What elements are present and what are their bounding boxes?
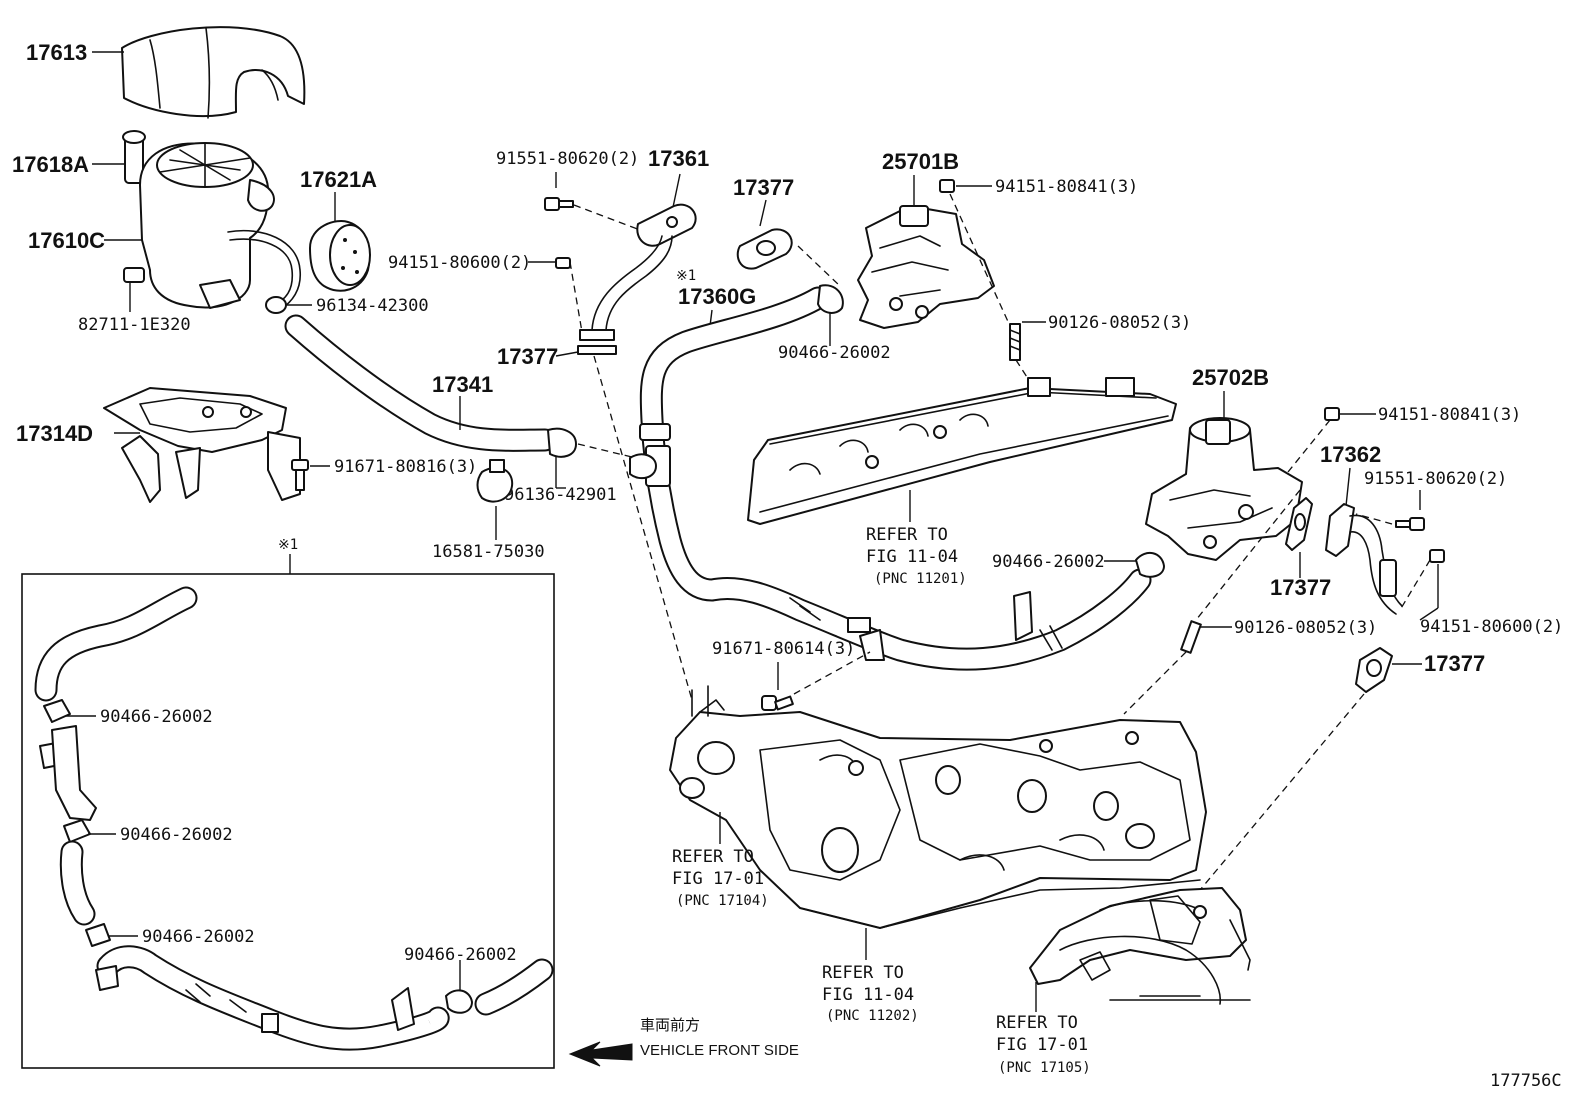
label-25702B: 25702B: [1192, 365, 1269, 390]
cylinder-head-17104: [669, 685, 1207, 929]
filter-17621A: [309, 220, 371, 292]
valve-25701B: [857, 205, 995, 329]
label-17341: 17341: [432, 372, 493, 397]
label-90126-08052-b: 90126-08052(3): [1234, 618, 1377, 638]
clamp-96134-42300: [265, 296, 287, 314]
bolt-91671-80614: [761, 695, 794, 711]
air-pump-17610C: [122, 130, 302, 311]
label-16581-75030: 16581-75030: [432, 542, 545, 562]
inset-label-90466-26002-1: 90466-26002: [100, 707, 213, 727]
svg-text:(PNC 17104): (PNC 17104): [676, 893, 769, 909]
inset-box: [21, 573, 555, 1069]
svg-text:FIG 11-04: FIG 11-04: [866, 547, 958, 567]
gasket-17377-a: [736, 228, 793, 270]
intake-manifold-11201: [747, 377, 1177, 525]
exhaust-manifold-17105: [1029, 887, 1251, 1005]
bracket-17314D: [103, 387, 301, 503]
svg-text:(PNC 17105): (PNC 17105): [998, 1060, 1091, 1076]
label-82711-1E320: 82711-1E320: [78, 315, 191, 335]
gasket-17377-d: [1355, 647, 1393, 693]
label-17618A: 17618A: [12, 152, 89, 177]
refer-11201: REFER TO FIG 11-04 (PNC 11201): [866, 525, 967, 587]
label-94151-80841-b: 94151-80841(3): [1378, 405, 1521, 425]
label-90466-26002-a: 90466-26002: [778, 343, 891, 363]
cover-17613: [121, 26, 306, 119]
svg-text:REFER TO: REFER TO: [822, 963, 904, 983]
label-17377-c: 17377: [1270, 575, 1331, 600]
label-17621A: 17621A: [300, 167, 377, 192]
label-96136-42901: 96136-42901: [504, 485, 617, 505]
inset-label-90466-26002-4: 90466-26002: [404, 945, 517, 965]
svg-text:FIG 11-04: FIG 11-04: [822, 985, 914, 1005]
pipe-17361: [579, 203, 697, 341]
svg-text:(PNC 11201): (PNC 11201): [874, 571, 967, 587]
pipe-17362: [1325, 503, 1403, 615]
stud-90126-08052-a: [1009, 323, 1021, 361]
clamp-96136-42901: [547, 427, 577, 458]
inset-hose-assembly: [34, 586, 554, 1051]
label-17377-a: 17377: [733, 175, 794, 200]
refer-17105: REFER TO FIG 17-01 (PNC 17105): [996, 1013, 1091, 1076]
label-25701B: 25701B: [882, 149, 959, 174]
label-91551-80620-b: 91551-80620(2): [1364, 469, 1507, 489]
svg-text:(PNC 11202): (PNC 11202): [826, 1008, 919, 1024]
valve-25702B: [1145, 417, 1303, 561]
clamp-90466-26002-b: [1135, 551, 1165, 578]
label-91671-80614: 91671-80614(3): [712, 639, 855, 659]
nut-94151-80841-a: [939, 179, 955, 193]
label-17377-b: 17377: [497, 344, 558, 369]
label-17362: 17362: [1320, 442, 1381, 467]
label-90466-26002-b: 90466-26002: [992, 552, 1105, 572]
clamp-hose-17360G: [629, 453, 657, 480]
stud-90126-08052-b: [1180, 620, 1202, 654]
vehicle-front-arrow-icon: [568, 1041, 633, 1067]
nut-94151-80841-b: [1324, 407, 1340, 421]
label-17360G: 17360G: [678, 284, 756, 309]
gasket-17377-c: [1285, 497, 1313, 551]
bolt-91671-80816: [291, 459, 309, 491]
svg-text:FIG 17-01: FIG 17-01: [672, 869, 764, 889]
inset-label-90466-26002-2: 90466-26002: [120, 825, 233, 845]
nut-94151-80600-b: [1429, 549, 1445, 563]
label-17610C: 17610C: [28, 228, 105, 253]
refer-17104: REFER TO FIG 17-01 (PNC 17104): [672, 847, 769, 909]
note-mark-1: ※1: [676, 268, 696, 284]
bolt-91551-80620-b: [1395, 517, 1425, 531]
label-17314D: 17314D: [16, 421, 93, 446]
clamp-90466-26002-a: [817, 284, 844, 314]
hose-17341: [284, 314, 557, 452]
label-91551-80620-a: 91551-80620(2): [496, 149, 639, 169]
label-90126-08052-a: 90126-08052(3): [1048, 313, 1191, 333]
direction-en: VEHICLE FRONT SIDE: [640, 1042, 799, 1059]
label-17613: 17613: [26, 40, 87, 65]
gasket-17377-b: [577, 345, 617, 355]
direction-jp: 車両前方: [640, 1016, 700, 1034]
inset-label-90466-26002-3: 90466-26002: [142, 927, 255, 947]
bolt-91551-80620-a: [544, 197, 574, 211]
svg-text:REFER TO: REFER TO: [672, 847, 754, 867]
clamp-16581-75030: [476, 459, 514, 503]
hose-17360G: [639, 286, 1152, 671]
drawing-number: 177756C: [1490, 1071, 1562, 1091]
svg-text:FIG 17-01: FIG 17-01: [996, 1035, 1088, 1055]
label-94151-80600-b: 94151-80600(2): [1420, 617, 1563, 637]
label-94151-80600-a: 94151-80600(2): [388, 253, 531, 273]
label-17361: 17361: [648, 146, 709, 171]
svg-text:REFER TO: REFER TO: [996, 1013, 1078, 1033]
nut-94151-80600-a: [555, 257, 571, 269]
label-91671-80816: 91671-80816(3): [334, 457, 477, 477]
note-mark-2: ※1: [278, 537, 298, 553]
label-94151-80841-a: 94151-80841(3): [995, 177, 1138, 197]
refer-11202: REFER TO FIG 11-04 (PNC 11202): [822, 963, 919, 1024]
label-96134-42300: 96134-42300: [316, 296, 429, 316]
svg-text:REFER TO: REFER TO: [866, 525, 948, 545]
label-17377-d: 17377: [1424, 651, 1485, 676]
